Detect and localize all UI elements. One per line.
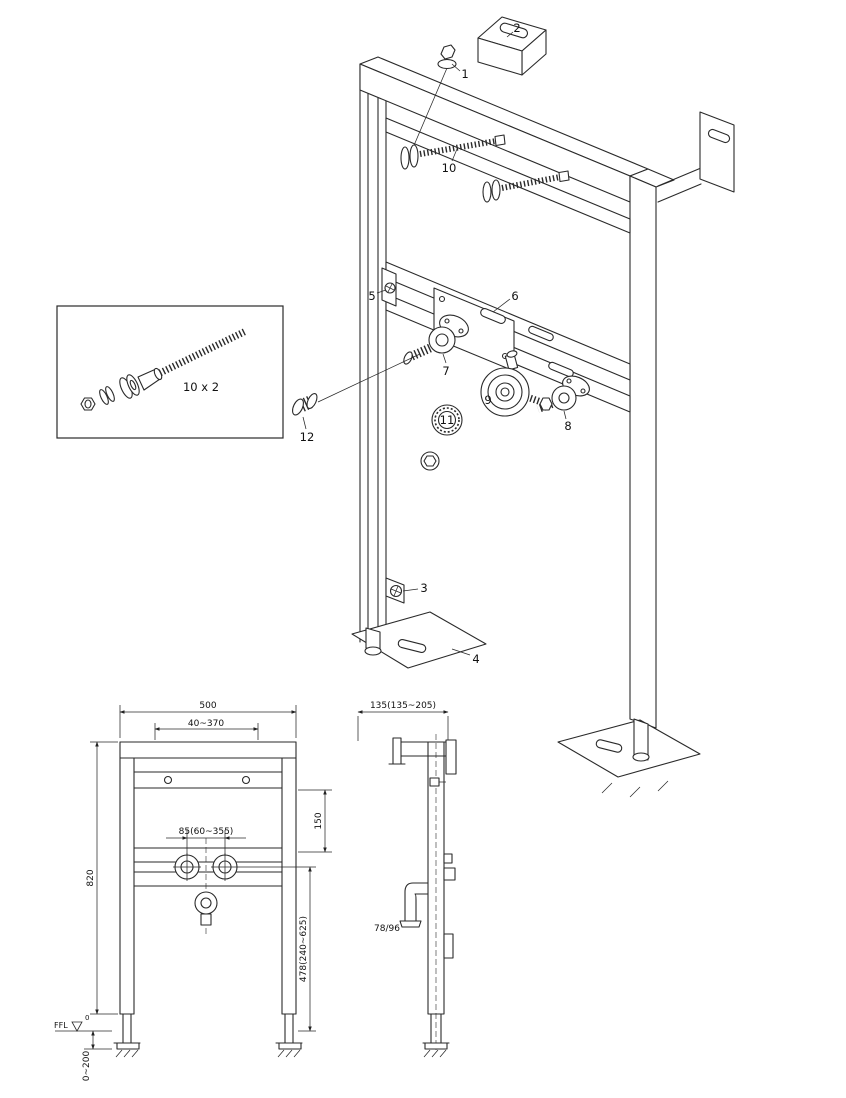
callout-2: 2 <box>513 21 520 35</box>
protection-cap-part11 <box>431 404 463 436</box>
callout-7: 7 <box>442 364 449 378</box>
floor-level-marker: FFL 0 <box>54 1014 112 1032</box>
callout-9: 9 <box>484 393 491 407</box>
top-wall-bracket-part2 <box>477 16 547 76</box>
callout-5: 5 <box>368 289 375 303</box>
front-feet <box>113 1013 303 1058</box>
callout-leader-lines <box>302 31 567 656</box>
dimension-bracket-range: 40~370 <box>154 719 259 740</box>
callout-10: 10 <box>442 161 457 175</box>
callout-12: 12 <box>300 430 315 444</box>
side-elevation-view: 135(135~205) 78/96 <box>357 701 457 1058</box>
dimension-total-width: 500 <box>119 701 297 738</box>
screw-part5 <box>384 282 396 294</box>
callout-1: 1 <box>461 67 468 81</box>
dimension-outlet-height: 478(240~625) <box>239 866 316 1032</box>
dim-depth-text: 135(135~205) <box>370 701 436 711</box>
inset-quantity-label: 10 x 2 <box>183 380 219 394</box>
dimension-frame-height: 820 <box>86 741 118 1015</box>
anchor-screw-assembly <box>80 327 248 411</box>
drain-pipe-size-text: 78/96 <box>374 924 400 934</box>
inset-detail-box: 10 x 2 <box>56 305 284 439</box>
dim-tap-hole-spacing-text: 85(60~355) <box>179 827 234 837</box>
dim-rail-offset-text: 150 <box>314 812 324 829</box>
dimension-depth: 135(135~205) <box>357 701 449 741</box>
side-foot <box>422 1013 450 1058</box>
dimension-foot-adjust: 0~200 <box>82 1030 112 1082</box>
dimension-tap-hole-spacing: 85(60~355) <box>166 827 246 856</box>
front-tap-holes <box>173 853 239 881</box>
dim-outlet-height-text: 478(240~625) <box>299 916 309 982</box>
callout-4: 4 <box>472 652 479 666</box>
dim-total-width-text: 500 <box>199 701 216 711</box>
iso-view: 1 2 3 4 5 6 7 8 9 10 11 12 <box>292 16 735 798</box>
dim-bracket-range-text: 40~370 <box>188 719 224 729</box>
threaded-rods-part10 <box>400 134 570 203</box>
callout-6: 6 <box>511 289 518 303</box>
dim-frame-height-text: 820 <box>86 869 96 886</box>
screw-part3 <box>385 577 405 604</box>
ffl-label: FFL <box>54 1021 68 1030</box>
dimension-rail-offset: 150 <box>298 789 332 853</box>
callout-8: 8 <box>564 419 571 433</box>
callout-11: 11 <box>440 413 455 427</box>
drain-elbow-pipe: 78/96 <box>374 882 429 934</box>
front-frame-outline <box>119 741 297 1015</box>
foot-plate-part4 <box>351 611 487 669</box>
left-upright-channel <box>359 63 387 653</box>
right-upright-tube <box>629 168 675 729</box>
ffl-zero-label: 0 <box>85 1014 89 1022</box>
side-frame-outline <box>388 734 457 1050</box>
front-elevation-view: 500 40~370 85(60~355) 150 820 478(24 <box>54 701 332 1081</box>
bolt-part1 <box>411 44 457 151</box>
right-foot-plate <box>557 718 701 798</box>
upper-cross-rail <box>385 117 631 234</box>
top-rail <box>359 56 649 203</box>
cap-part12 <box>292 353 421 416</box>
water-fitting-part8 <box>536 375 590 413</box>
hex-plug <box>420 451 440 471</box>
right-wall-bracket-arm <box>657 111 735 203</box>
dim-foot-adjust-text: 0~200 <box>82 1051 92 1082</box>
front-outlet-fitting <box>194 891 218 926</box>
water-fitting-part7 <box>403 314 469 365</box>
callout-3: 3 <box>420 581 427 595</box>
